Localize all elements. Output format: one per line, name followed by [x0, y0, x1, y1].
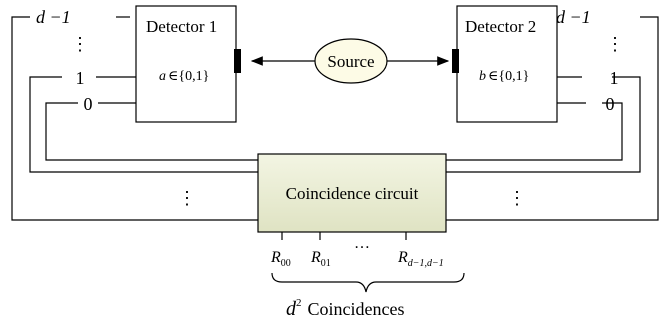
wire-left-outer-path: [11, 16, 258, 221]
detector-2-box: [456, 5, 558, 123]
wire-right-middle-path: [446, 76, 641, 173]
wire-right-outer-path: [446, 16, 659, 221]
result-rdd: Rd−1,d−1: [397, 249, 444, 269]
right-vdots: ⋮: [606, 34, 624, 54]
coincidence-circuit: Coincidence circuit ⋮ ⋮: [178, 153, 526, 233]
detector-2-port: [452, 49, 459, 73]
detector-1: Detector 1 a∈{0,1}: [135, 5, 241, 123]
wire-left-middle-path: [29, 76, 258, 173]
coincidence-circuit-label: Coincidence circuit: [286, 184, 419, 203]
wire-right-inner-path: [446, 102, 623, 161]
detector-2-title: Detector 2: [465, 17, 536, 36]
left-label-d-minus-1: d −1: [36, 7, 71, 27]
right-label-1: 1: [610, 68, 619, 88]
left-label-1: 1: [76, 68, 85, 88]
detector-1-value: a∈{0,1}: [159, 69, 209, 84]
coincidence-circuit-box: [257, 153, 447, 233]
left-vdots: ⋮: [71, 34, 89, 54]
detector-1-box: [135, 5, 237, 123]
left-output-labels: d −1 ⋮ 1 0: [36, 7, 93, 114]
detector-2-value: b∈{0,1}: [479, 69, 529, 84]
source-ellipse: [314, 38, 388, 84]
wire-left-inner-path: [45, 102, 258, 161]
results: R00 R01 … Rd−1,d−1: [270, 235, 444, 269]
brace: [271, 272, 465, 293]
results-hdots: …: [354, 235, 370, 252]
wiring: [11, 16, 659, 293]
detector-1-title: Detector 1: [146, 17, 217, 36]
circuit-vdots-right: ⋮: [508, 188, 526, 208]
result-r00: R00: [270, 249, 291, 269]
right-label-0: 0: [606, 94, 615, 114]
left-label-0: 0: [84, 94, 93, 114]
result-r01: R01: [310, 249, 331, 269]
source-label: Source: [327, 52, 374, 71]
source: Source: [314, 38, 388, 84]
right-label-d-minus-1: d −1: [556, 7, 591, 27]
detector-1-port: [234, 49, 241, 73]
right-output-labels: d −1 ⋮ 1 0: [556, 7, 624, 114]
circuit-vdots-left: ⋮: [178, 188, 196, 208]
detector-2: Detector 2 b∈{0,1}: [452, 5, 558, 123]
